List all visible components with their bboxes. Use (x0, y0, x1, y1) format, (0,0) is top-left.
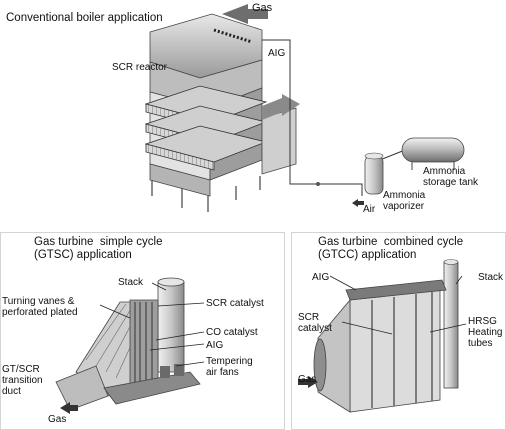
air-arrow (352, 199, 364, 207)
gtsc-stack-label: Stack (118, 277, 144, 288)
gtcc-scr-catalyst-label: SCR catalyst (298, 312, 332, 334)
ammonia-storage-tank (401, 137, 465, 170)
turning-vanes-label: Turning vanes & perforated plated (2, 296, 78, 318)
gtsc-transition-duct (55, 365, 109, 411)
co-catalyst-label: CO catalyst (206, 327, 258, 338)
boiler-gas-label: Gas (252, 2, 273, 14)
gtcc-stack (443, 259, 459, 389)
ammonia-vaporizer (364, 152, 384, 195)
gtcc-gas-arrow (298, 376, 318, 388)
gtcc-gas-label: Gas (298, 374, 317, 385)
gtsc-gas-label: Gas (48, 414, 67, 425)
hrsg-tubes-label: HRSG Heating tubes (468, 316, 503, 349)
gtsc-scr-catalyst-label: SCR catalyst (206, 298, 264, 309)
gtsc-aig-label: AIG (206, 340, 224, 351)
gtsc-drawing (55, 277, 205, 414)
gt-scr-duct-label: GT/SCR transition duct (2, 364, 43, 397)
boiler-aig-label: AIG (268, 48, 286, 59)
tempering-air-fans-label: Tempering air fans (206, 356, 253, 378)
boiler-title: Conventional boiler application (6, 12, 163, 24)
gtcc-title: Gas turbine combined cycle (GTCC) applic… (318, 236, 464, 261)
gtsc-title: Gas turbine simple cycle (GTSC) applicat… (34, 236, 163, 261)
gtsc-gas-arrow (60, 402, 78, 414)
gtcc-drawing (298, 259, 467, 413)
scr-reactor-label: SCR reactor (112, 62, 168, 73)
ammonia-vaporizer-label: Ammonia vaporizer (383, 190, 426, 212)
tempering-air-fans (160, 364, 184, 378)
gtcc-aig-label: AIG (312, 272, 330, 283)
gtcc-stack-label: Stack (478, 272, 504, 283)
ammonia-storage-tank-label: Ammonia storage tank (423, 166, 479, 188)
air-label: Air (363, 204, 376, 215)
boiler-drawing (144, 4, 465, 212)
gas-inlet-arrow (222, 4, 268, 24)
